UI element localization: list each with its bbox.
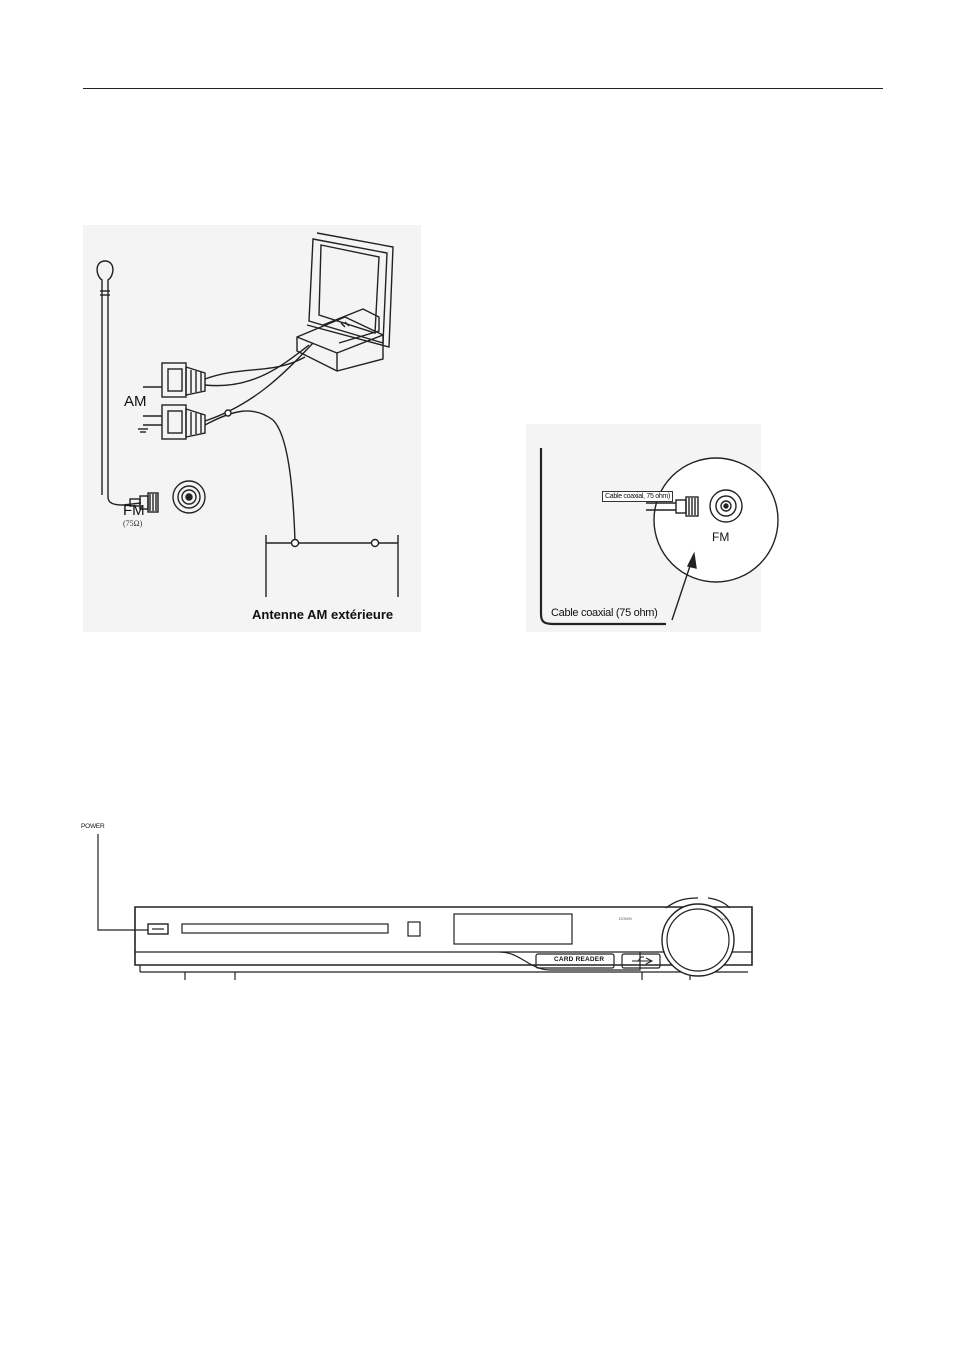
header-rule (83, 88, 883, 89)
am-label: AM (124, 393, 147, 410)
coax-cable-caption: Cable coaxial (75 ohm) (551, 607, 658, 619)
wall-outline (539, 448, 666, 626)
coax-plug (646, 496, 699, 517)
antenna-drawing (96, 232, 399, 597)
coax-fm-label: FM (712, 530, 730, 544)
coaxial-cable-diagram: Cable coaxial, 75 ohm) FM Cable coaxial … (526, 424, 779, 632)
knob-down-label: DOWN (619, 916, 632, 921)
outdoor-am-antenna-caption: Antenne AM extérieure (252, 607, 394, 622)
fm-plug (129, 492, 159, 513)
fm-wire-antenna (96, 260, 142, 506)
magnified-view-circle (653, 457, 779, 583)
usb-icon (632, 956, 654, 965)
power-callout-line (97, 834, 148, 931)
coax-drawing (539, 448, 779, 626)
power-label: POWER (81, 823, 105, 830)
knob-up-label: UP (722, 916, 728, 921)
unit-drawing (97, 834, 753, 980)
volume-knob (661, 903, 735, 977)
card-reader-slot (535, 953, 615, 969)
am-loop-antenna (296, 232, 394, 372)
display-window (453, 913, 573, 945)
eject-button (407, 921, 421, 937)
pointer-arrow (671, 551, 697, 621)
power-button (147, 923, 169, 935)
fm-label: FM (123, 502, 145, 519)
am-terminal-block (138, 362, 206, 440)
fm-impedance-label: (75Ω) (123, 519, 143, 528)
usb-port (621, 953, 661, 969)
antenna-connection-diagram: AM FM (75Ω) Antenne AM extérieure (83, 225, 421, 632)
coax-cable-tag: Cable coaxial, 75 ohm) (602, 491, 673, 502)
outdoor-am-antenna (265, 535, 399, 597)
fm-coax-socket (709, 489, 743, 523)
fm-socket (172, 480, 206, 514)
unit-front-panel-diagram: POWER CARD READER DOWN UP (80, 820, 760, 985)
unit-body (134, 906, 753, 966)
disc-slot (181, 923, 389, 934)
card-reader-label: CARD READER (554, 956, 605, 963)
